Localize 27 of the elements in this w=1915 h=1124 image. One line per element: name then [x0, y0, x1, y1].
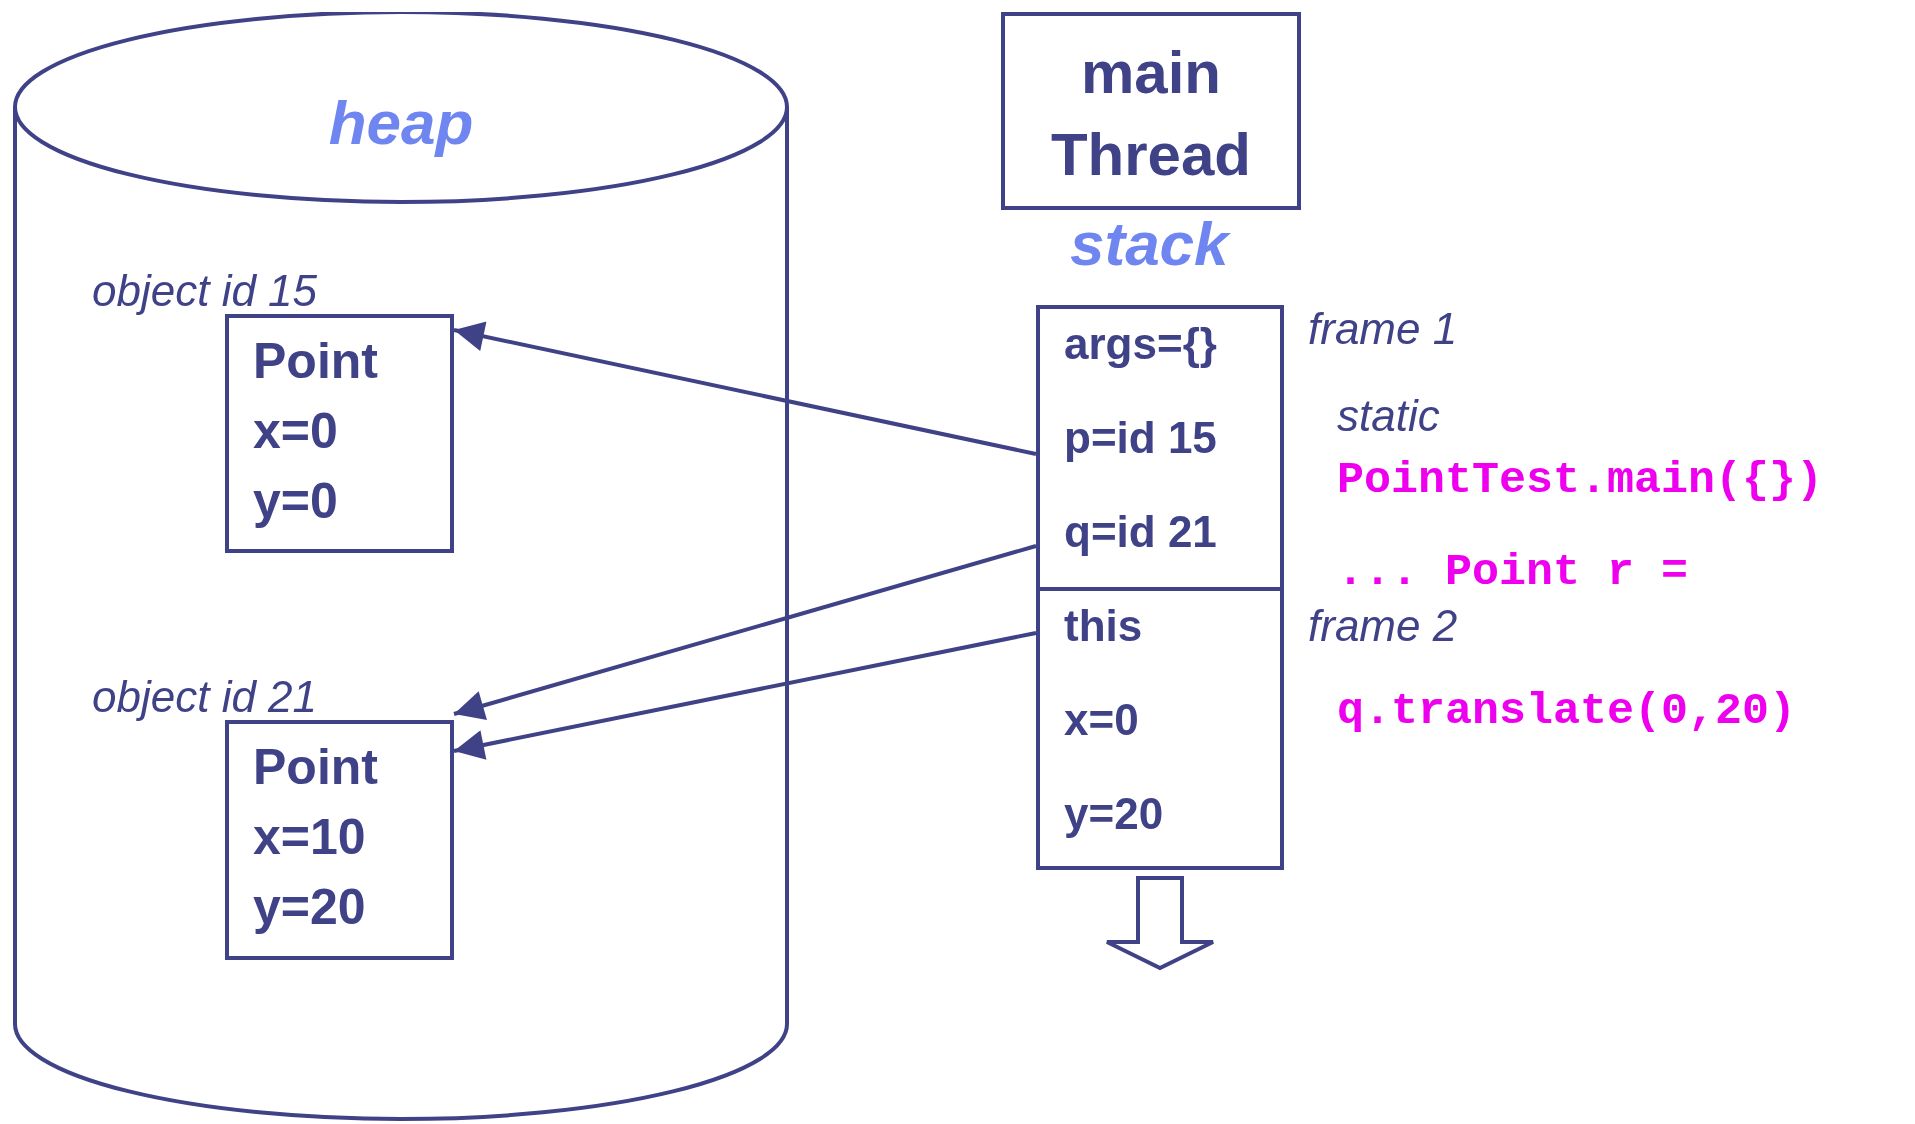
modifier-label: static [1337, 391, 1440, 441]
class-name: Point [253, 332, 378, 390]
variable-value: y=20 [1064, 789, 1164, 839]
code-text: ... Point r = [1337, 547, 1689, 598]
heap-heading: heap [327, 87, 475, 158]
reference-arrow [453, 631, 1037, 760]
reference-arrow [453, 544, 1037, 721]
reference-arrow [453, 321, 1037, 456]
field-value: x=10 [253, 808, 366, 866]
field-value: y=20 [253, 878, 366, 936]
variable-value: args={} [1064, 319, 1217, 369]
frame-label: frame 1 [1308, 304, 1458, 354]
stack-heading: stack [1070, 208, 1229, 279]
field-value: y=0 [253, 472, 338, 530]
thread-name: main Thread [1049, 38, 1252, 190]
thread-box [1001, 12, 1301, 210]
frame-label: frame 2 [1308, 601, 1458, 651]
variable-value: x=0 [1064, 695, 1139, 745]
code-text: PointTest.main({}) [1337, 455, 1824, 506]
object-label: object id 15 [92, 266, 318, 316]
variable-value: this [1064, 601, 1143, 651]
variable-value: p=id 15 [1064, 413, 1217, 463]
code-text: q.translate(0,20) [1337, 686, 1797, 737]
variable-value: q=id 21 [1064, 507, 1217, 557]
field-value: x=0 [253, 402, 338, 460]
object-label: object id 21 [92, 672, 318, 722]
class-name: Point [253, 738, 378, 796]
